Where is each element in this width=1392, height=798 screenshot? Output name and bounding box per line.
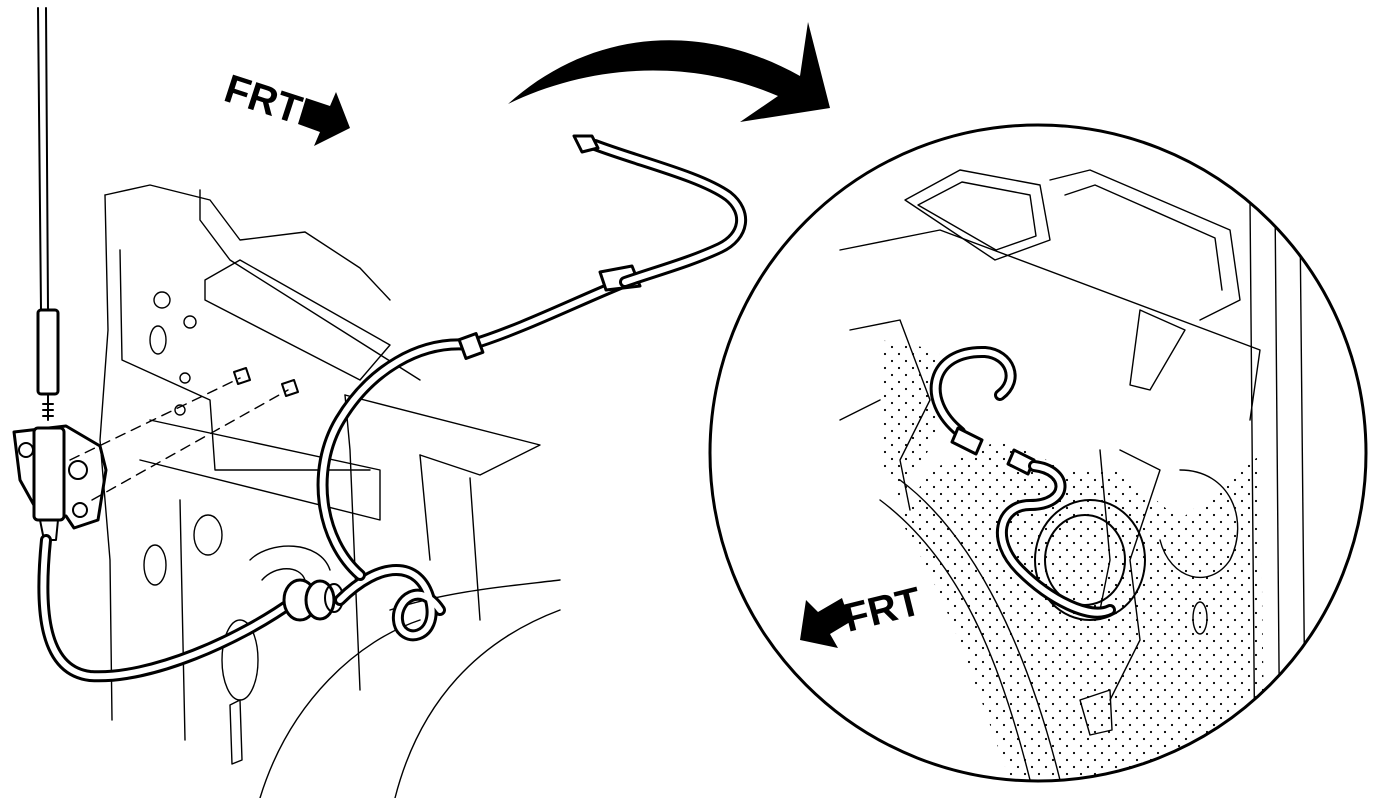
antenna-mast bbox=[36, 7, 60, 421]
detail-view: FRT bbox=[708, 123, 1368, 783]
curved-arrow-icon bbox=[508, 22, 830, 122]
fastener-guide-lines bbox=[69, 367, 299, 501]
detail-circle bbox=[708, 123, 1368, 783]
front-indicator-left: FRT bbox=[219, 67, 350, 146]
left-exploded-view: FRT bbox=[12, 7, 748, 798]
antenna-mount-bracket bbox=[12, 424, 108, 541]
detail-coax-cable bbox=[929, 345, 1116, 619]
body-panel bbox=[99, 184, 561, 798]
mount-nut bbox=[233, 367, 299, 397]
arrow-right-icon bbox=[298, 92, 350, 146]
front-label-right: FRT bbox=[840, 579, 926, 641]
front-label-left: FRT bbox=[219, 67, 307, 133]
antenna-coax-cable bbox=[37, 134, 748, 683]
arrow-left-icon bbox=[800, 598, 850, 648]
front-indicator-right: FRT bbox=[800, 579, 926, 648]
